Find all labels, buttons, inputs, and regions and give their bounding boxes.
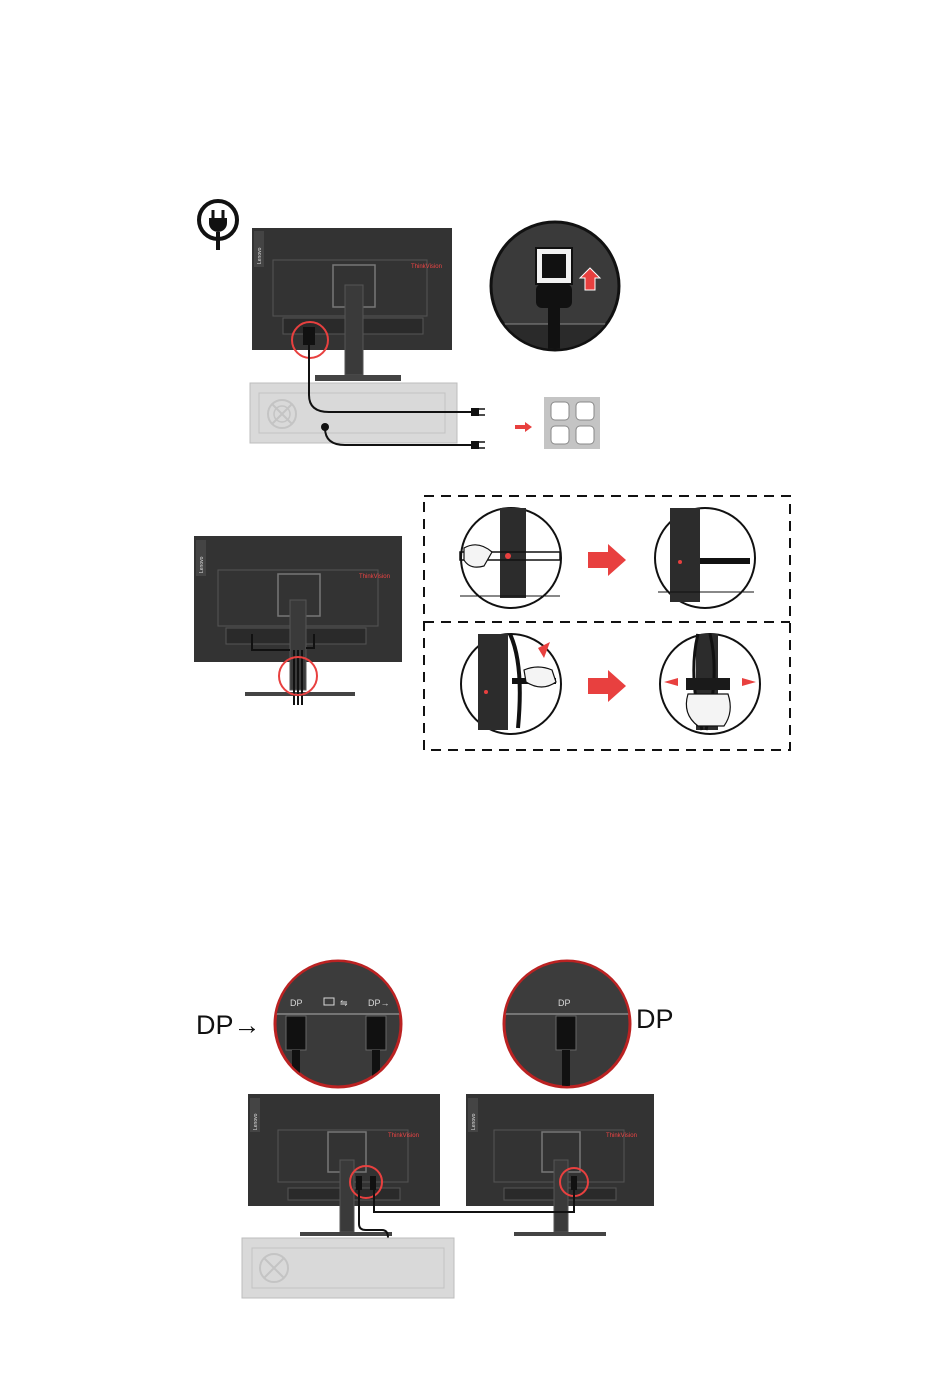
- lenovo-logo: Lenovo: [199, 556, 205, 573]
- thinkvision-logo: ThinkVision: [411, 264, 442, 270]
- arrow-right-icon: →: [234, 1010, 261, 1040]
- port-label-right-dp: DP: [558, 998, 571, 1008]
- usb-port-icon: ⇋: [340, 998, 348, 1008]
- lenovo-logo: Lenovo: [257, 247, 263, 264]
- monitor-left: Lenovo ThinkVision: [248, 1094, 440, 1236]
- arrow-right-icon: [515, 422, 532, 432]
- dp-input-label: DP→: [196, 1010, 261, 1041]
- arrow-right-icon: [588, 670, 626, 702]
- outlet-icon: [544, 397, 600, 449]
- daisy-chain-illustration: Lenovo ThinkVision Lenovo ThinkVision: [238, 1090, 658, 1302]
- clip-step-1: [460, 508, 561, 608]
- clip-step-4: [660, 634, 760, 734]
- dp-port-detail-right: DP: [500, 958, 635, 1090]
- dp-ports-detail-left: DP ⇋ DP→: [268, 958, 408, 1090]
- cable-management-monitor: Lenovo ThinkVision: [190, 530, 405, 710]
- monitor-back: Lenovo ThinkVision: [252, 228, 452, 381]
- thinkvision-logo: ThinkVision: [388, 1133, 419, 1139]
- power-plug-icon: [199, 201, 237, 250]
- thinkvision-logo: ThinkVision: [606, 1133, 637, 1139]
- dp-output-label: DP: [636, 1004, 674, 1035]
- clip-step-3: [461, 634, 561, 734]
- clip-step-2: [655, 508, 755, 608]
- monitor-right: Lenovo ThinkVision: [466, 1094, 654, 1236]
- lenovo-logo: Lenovo: [253, 1113, 259, 1130]
- lenovo-logo: Lenovo: [471, 1113, 477, 1130]
- port-label-dp-out: DP→: [368, 998, 390, 1008]
- plug-detail-circle: [488, 220, 623, 352]
- thinkvision-logo: ThinkVision: [359, 574, 390, 580]
- pc-case: [242, 1238, 454, 1298]
- dp-input-text: DP: [196, 1010, 234, 1040]
- cable-clip-steps-box: [420, 492, 796, 756]
- port-label-dp-in: DP: [290, 998, 303, 1008]
- arrow-right-icon: [588, 544, 626, 576]
